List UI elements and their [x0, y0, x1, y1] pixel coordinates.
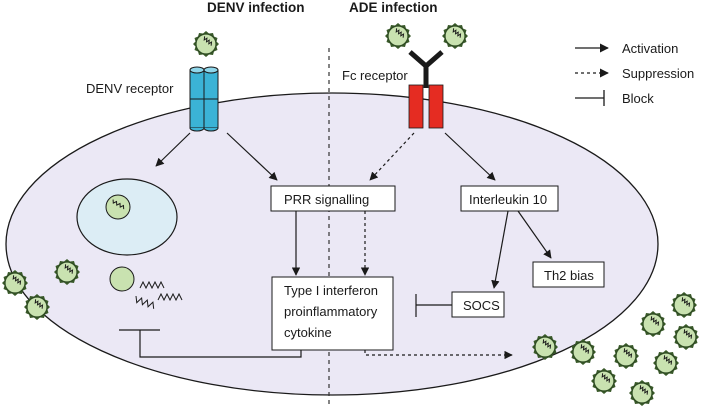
virus-icon [670, 291, 698, 319]
virus-icon [590, 367, 618, 395]
title-denv-infection: DENV infection [207, 0, 305, 15]
legend: Activation Suppression Block [575, 41, 694, 106]
cell-membrane [5, 92, 659, 396]
prr-signalling-box: PRR signalling [270, 185, 396, 212]
fc-receptor-label: Fc receptor [342, 68, 408, 83]
th2-bias-box: Th2 bias [532, 261, 605, 288]
antibody-icon [408, 50, 444, 88]
virus-icon [672, 323, 700, 351]
nucleus [76, 178, 178, 256]
denv-receptor-label: DENV receptor [86, 81, 174, 96]
virus-icon [192, 30, 220, 58]
title-ade-infection: ADE infection [349, 0, 438, 15]
socs-box: SOCS [451, 291, 505, 318]
ifn-label-line3: cytokine [284, 325, 332, 340]
prr-signalling-label: PRR signalling [284, 192, 369, 207]
viral-rna-icon [105, 194, 131, 220]
rna-strand-icon [135, 280, 183, 309]
virus-icon [441, 22, 469, 50]
legend-suppression: Suppression [622, 66, 694, 81]
virus-core-icon [109, 266, 135, 292]
denv-receptor-icon [189, 66, 219, 132]
ifn-label-line1: Type I interferon [284, 283, 378, 298]
type-i-interferon-box: Type I interferon proinflammatory cytoki… [271, 276, 394, 351]
interleukin-10-label: Interleukin 10 [469, 192, 547, 207]
virus-icon [612, 342, 640, 370]
virus-icon [652, 349, 680, 377]
th2-bias-label: Th2 bias [544, 268, 594, 283]
virus-icon [628, 379, 656, 407]
virus-icon [639, 310, 667, 338]
virus-icon [384, 22, 412, 50]
fc-receptor-icon [408, 84, 444, 129]
ifn-label-line2: proinflammatory [284, 304, 378, 319]
legend-block: Block [622, 91, 654, 106]
socs-label: SOCS [463, 298, 500, 313]
interleukin-10-box: Interleukin 10 [460, 185, 559, 212]
legend-activation: Activation [622, 41, 678, 56]
